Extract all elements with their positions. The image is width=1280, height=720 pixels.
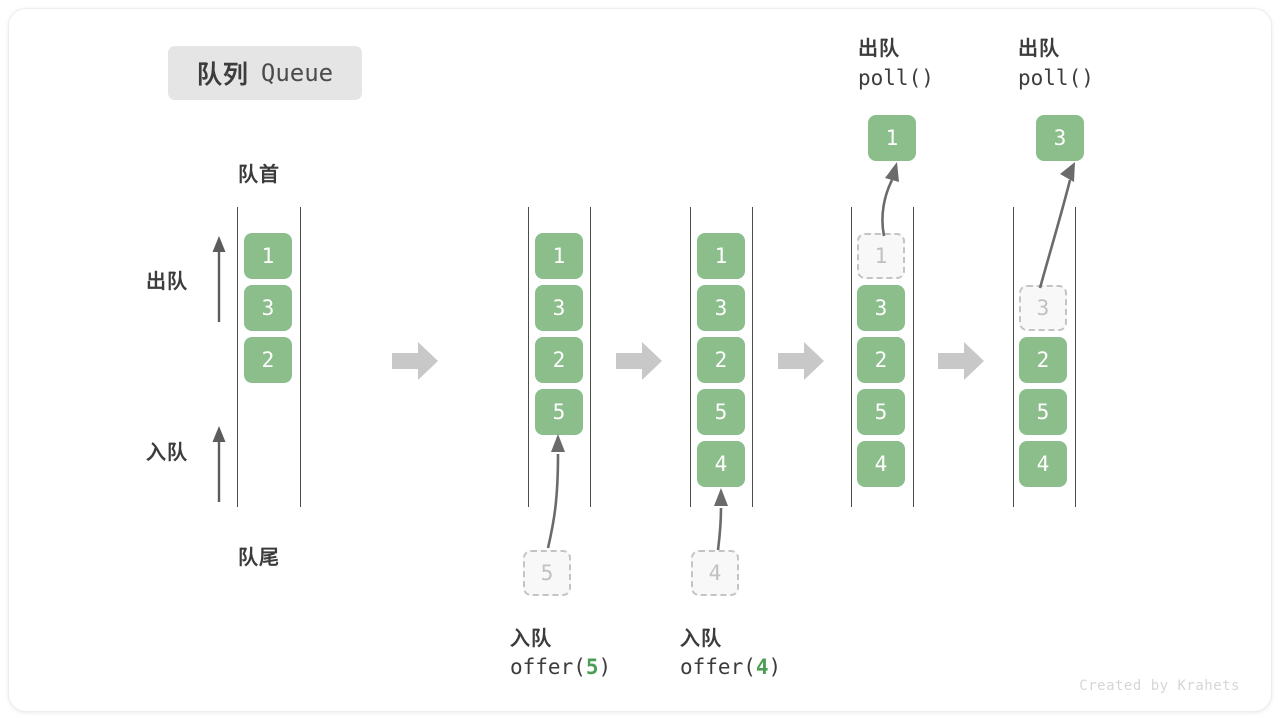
queue-tail-label: 队尾 — [238, 547, 280, 569]
step-arrow-2-icon — [616, 342, 662, 380]
rail-right — [913, 207, 914, 507]
queue-item: 2 — [535, 337, 583, 383]
enqueue-op-code: offer(5) — [510, 655, 611, 679]
queue-item: 2 — [1019, 337, 1067, 383]
op-code-prefix: offer( — [680, 655, 756, 679]
dequeue-curve-arrow-icon — [1038, 162, 1075, 289]
polled-box: 3 — [1036, 115, 1084, 161]
queue-item: 3 — [857, 285, 905, 331]
queue-item: 3 — [244, 285, 292, 331]
rail-right — [752, 207, 753, 507]
queue-item: 2 — [697, 337, 745, 383]
rail-right — [1075, 207, 1076, 507]
rail-right — [300, 207, 301, 507]
enqueue-op-cn: 入队 — [510, 628, 552, 650]
dequeue-op-code: poll() — [1018, 66, 1094, 90]
dequeue-up-arrow-icon — [212, 236, 226, 322]
step-arrow-3-icon — [778, 342, 824, 380]
rail-left — [851, 207, 852, 507]
enqueue-curve-arrow-icon — [714, 488, 728, 551]
queue-item-removed: 3 — [1019, 285, 1067, 331]
op-code-suffix: ) — [598, 655, 612, 679]
title-cn: 队列 — [196, 61, 249, 89]
op-code-prefix: poll( — [1018, 66, 1082, 90]
floating-ghost-box: 5 — [523, 550, 571, 596]
queue-item: 2 — [857, 337, 905, 383]
queue-item: 2 — [244, 337, 292, 383]
op-code-value: 4 — [755, 655, 769, 679]
queue-item: 4 — [1019, 441, 1067, 487]
credit-text: Created by Krahets — [1079, 678, 1240, 694]
dequeue-curve-arrow-icon — [881, 162, 899, 237]
floating-ghost-box: 4 — [691, 550, 739, 596]
queue-item: 3 — [535, 285, 583, 331]
dequeue-op-cn: 出队 — [858, 38, 900, 60]
op-code-suffix: ) — [921, 66, 934, 90]
rail-left — [690, 207, 691, 507]
rail-left — [528, 207, 529, 507]
op-code-prefix: offer( — [510, 655, 586, 679]
queue-item: 5 — [697, 389, 745, 435]
dequeue-side-label: 出队 — [146, 271, 188, 293]
polled-box: 1 — [868, 115, 916, 161]
queue-head-label: 队首 — [238, 164, 280, 186]
enqueue-op-cn: 入队 — [680, 628, 722, 650]
enqueue-up-arrow-icon — [212, 426, 226, 502]
step-arrow-4-icon — [938, 342, 984, 380]
step-arrow-1-icon — [392, 342, 438, 380]
enqueue-side-label: 入队 — [146, 442, 188, 464]
op-code-suffix: ) — [1081, 66, 1094, 90]
enqueue-curve-arrow-icon — [546, 434, 565, 549]
queue-item: 1 — [244, 233, 292, 279]
enqueue-op-code: offer(4) — [680, 655, 781, 679]
op-code-value: 5 — [585, 655, 599, 679]
queue-item: 4 — [857, 441, 905, 487]
queue-item: 5 — [1019, 389, 1067, 435]
title-badge: 队列 Queue — [168, 46, 362, 100]
queue-item: 3 — [697, 285, 745, 331]
queue-item-removed: 1 — [857, 233, 905, 279]
dequeue-op-code: poll() — [858, 66, 934, 90]
title-en: Queue — [260, 59, 334, 87]
op-code-suffix: ) — [768, 655, 782, 679]
rail-right — [590, 207, 591, 507]
queue-item-new: 5 — [535, 389, 583, 435]
queue-item: 1 — [697, 233, 745, 279]
queue-item: 1 — [535, 233, 583, 279]
rail-left — [237, 207, 238, 507]
dequeue-op-cn: 出队 — [1018, 38, 1060, 60]
queue-item: 5 — [857, 389, 905, 435]
rail-left — [1013, 207, 1014, 507]
op-code-prefix: poll( — [858, 66, 922, 90]
queue-item-new: 4 — [697, 441, 745, 487]
